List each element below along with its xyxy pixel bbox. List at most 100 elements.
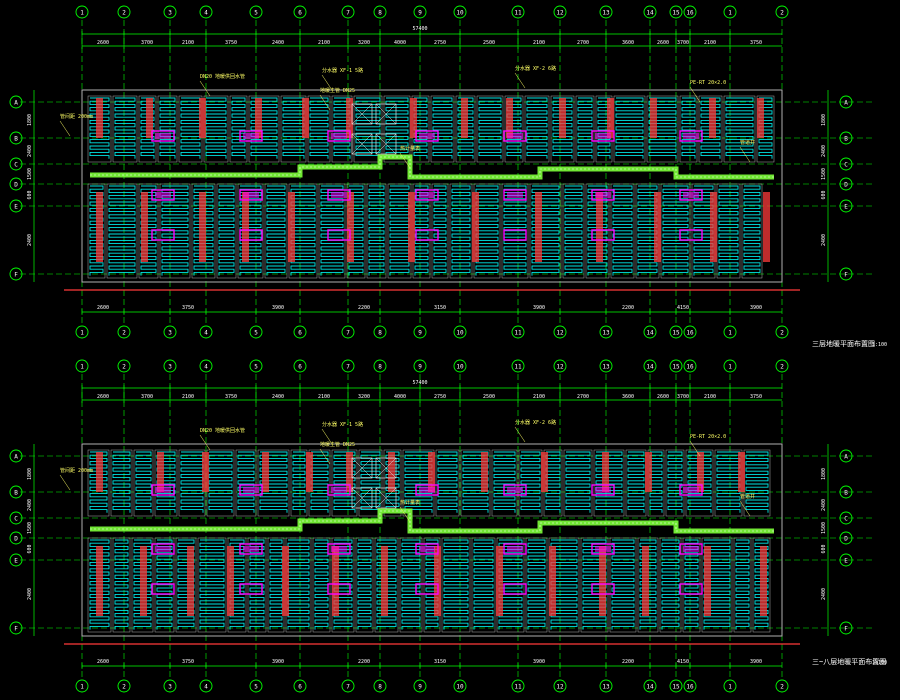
note-leader (199, 434, 211, 451)
shaft-cross (375, 457, 397, 479)
shaft-box (375, 457, 397, 479)
dimension-value: 2600 (97, 305, 109, 311)
dimension-value: 3750 (750, 40, 762, 46)
heating-coil (493, 451, 516, 513)
manifold-icon (679, 583, 703, 595)
manifold-icon (679, 229, 703, 241)
heating-coil (743, 185, 761, 276)
axis-bubble-label: 3 (168, 364, 172, 371)
room-outline (110, 449, 133, 517)
dimension-value: 600 (27, 190, 33, 199)
manifold-body (683, 133, 699, 139)
axis-bubble-icon (599, 325, 613, 339)
wall-column (346, 98, 353, 138)
room-outline (355, 537, 374, 633)
axis-bubble-icon (293, 5, 307, 19)
manifold-icon (415, 543, 439, 555)
axis-bubble-icon (553, 359, 567, 373)
manifold-icon (679, 130, 703, 142)
axis-bubble-label: 9 (418, 684, 422, 691)
room-outline (659, 537, 682, 633)
room-outline (685, 449, 714, 517)
heating-coil (180, 451, 204, 513)
annotation-note: 分水器 XF-1 5路 (322, 67, 363, 74)
manifold-icon (591, 583, 615, 595)
dimension-value: 2400 (27, 499, 33, 511)
dimension-value: 2400 (27, 145, 33, 157)
shaft-cross (375, 487, 397, 509)
dimension-value: 3750 (225, 394, 237, 400)
axis-bubble-icon (163, 5, 177, 19)
axis-bubble-label: 5 (254, 330, 258, 337)
manifold-body (683, 192, 699, 198)
wall-column (428, 452, 435, 492)
wall-column (541, 452, 548, 492)
manifold-body (595, 133, 611, 139)
room-outline (216, 183, 237, 279)
axis-bubble-icon (9, 449, 23, 463)
shaft-cross (351, 457, 373, 479)
axis-bubble-icon (643, 325, 657, 339)
heating-coil (159, 97, 176, 159)
manifold-icon (591, 484, 615, 496)
heating-coil (595, 451, 623, 513)
room-outline (435, 449, 460, 517)
heating-coil (462, 451, 489, 513)
wall-column (227, 546, 234, 616)
wall-column (704, 546, 711, 616)
wall-column (242, 192, 249, 262)
axis-bubble-label: 11 (514, 684, 522, 691)
heating-coil (681, 97, 696, 159)
note-leader (59, 474, 71, 491)
manifold-icon (239, 543, 263, 555)
note-leader (319, 94, 331, 111)
wall-column (199, 192, 206, 262)
manifold-icon (415, 130, 439, 142)
axis-bubble-label: 7 (346, 684, 350, 691)
heating-coil (309, 97, 329, 159)
heating-coil (333, 97, 351, 159)
dimension-value: 3900 (533, 305, 545, 311)
axis-bubble-label: D (844, 182, 848, 189)
heating-coil (259, 451, 288, 513)
axis-bubble-icon (373, 359, 387, 373)
room-outline (665, 449, 685, 517)
room-outline (247, 537, 267, 633)
plan-lower-total-dimension: 57400 (412, 380, 427, 386)
shaft-box (375, 487, 397, 509)
heating-coil (432, 97, 453, 159)
axis-bubble-icon (511, 359, 525, 373)
axis-bubble-label: 11 (514, 330, 522, 337)
room-outline (383, 449, 402, 517)
dimension-value: 2100 (533, 394, 545, 400)
note-leader (739, 500, 751, 517)
dimension-value: 2600 (657, 40, 669, 46)
wall-column (146, 98, 153, 138)
wall-column (434, 546, 441, 616)
manifold-icon (503, 583, 527, 595)
manifold-body (155, 487, 171, 493)
wall-column (381, 546, 388, 616)
manifold-icon (591, 543, 615, 555)
axis-bubble-icon (839, 177, 853, 191)
heating-coil (180, 97, 201, 159)
axis-bubble-icon (341, 359, 355, 373)
axis-bubble-label: 10 (456, 330, 464, 337)
manifold-body (331, 546, 347, 552)
heating-coil (368, 185, 385, 276)
main-pipe-hatch (90, 510, 774, 532)
axis-bubble-label: 4 (204, 10, 208, 17)
manifold-icon (503, 543, 527, 555)
axis-bubble-icon (839, 485, 853, 499)
axis-bubble-icon (453, 359, 467, 373)
wall-column (255, 98, 262, 138)
dimension-value: 2500 (483, 40, 495, 46)
axis-bubble-icon (75, 359, 89, 373)
dimension-value: 1800 (821, 468, 827, 480)
room-outline (331, 449, 358, 517)
axis-bubble-icon (373, 325, 387, 339)
heating-coil (648, 97, 677, 159)
heating-coil (404, 451, 433, 513)
axis-bubble-label: 5 (254, 684, 258, 691)
